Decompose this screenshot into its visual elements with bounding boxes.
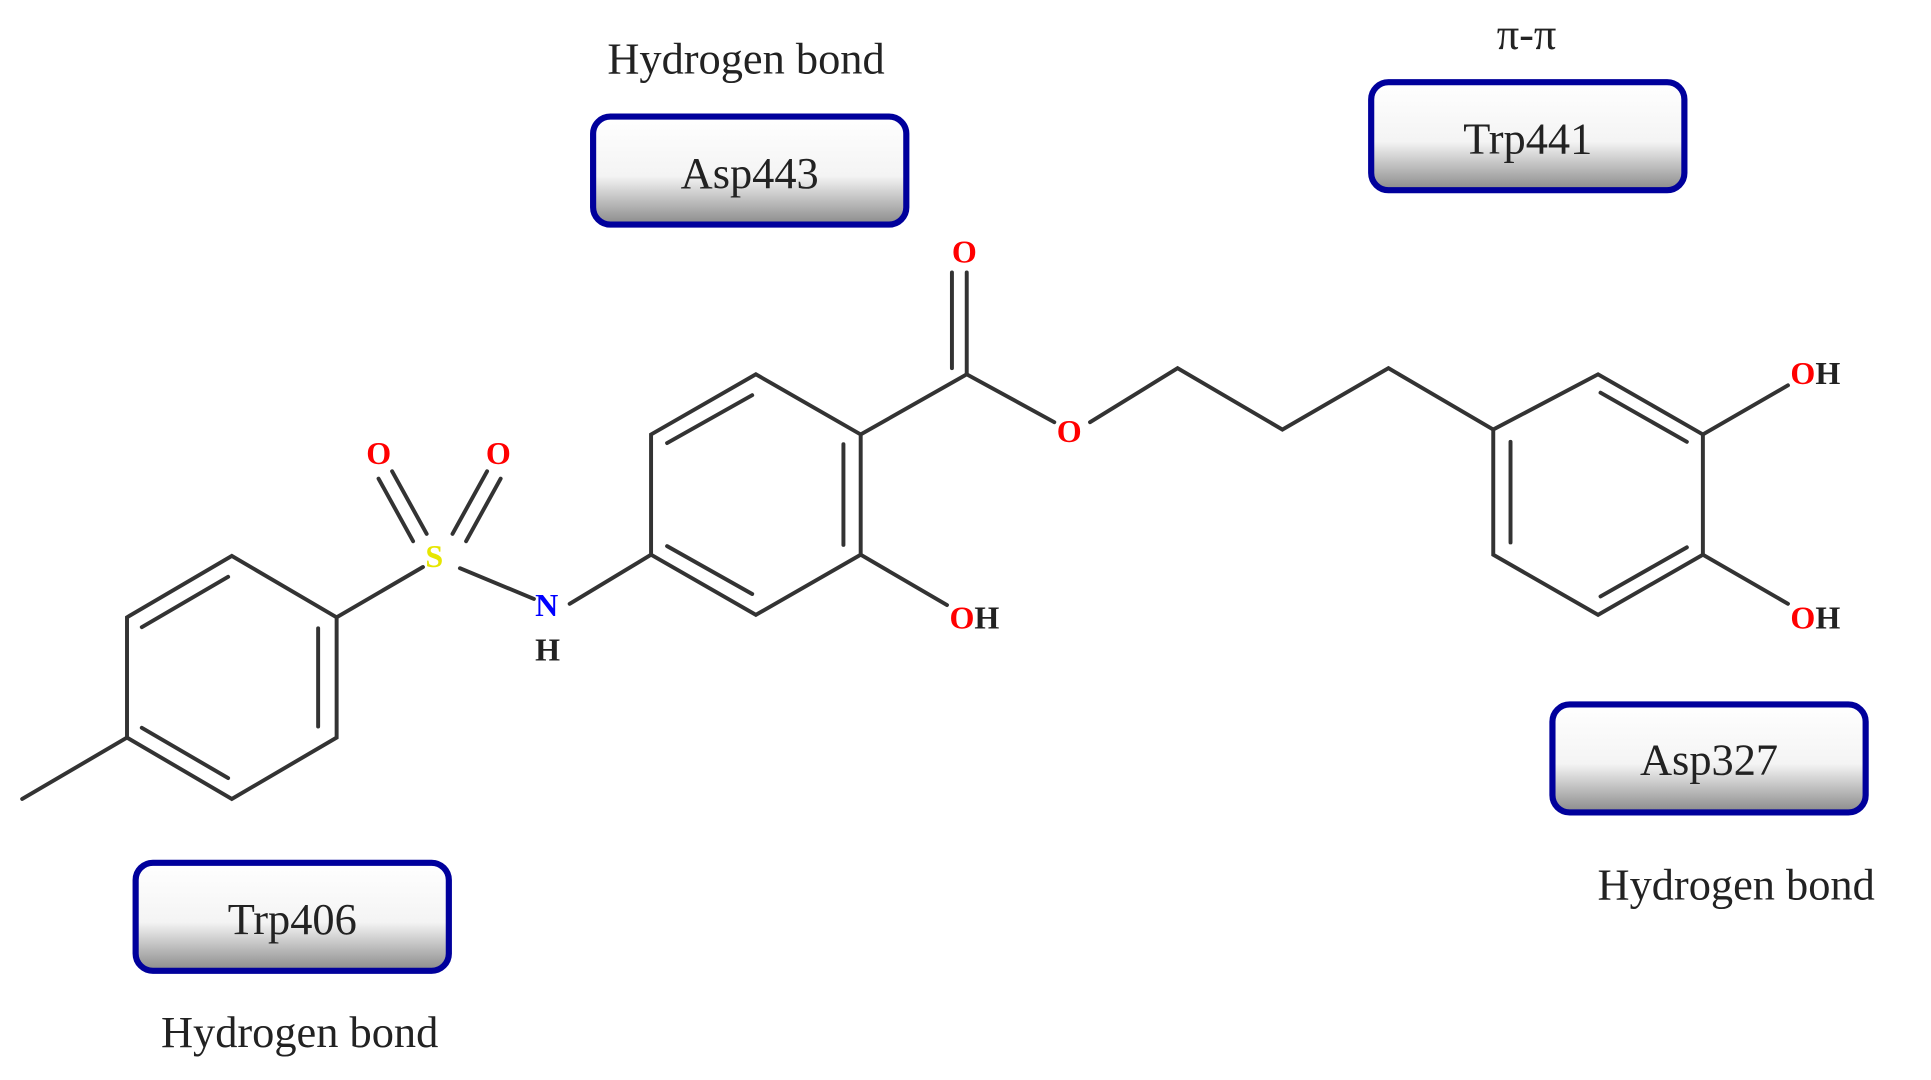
interaction-label: Hydrogen bond [1598,861,1875,910]
atom-nitrogen: N [535,588,558,623]
interaction-label: π-π [1497,10,1557,59]
atom-hydroxyl: OH [1790,356,1840,391]
residue-asp327: Asp327 Hydrogen bond [1549,701,1875,910]
atom-oxygen: O [486,436,511,471]
residue-name: Asp443 [681,149,819,198]
residue-trp406: Trp406 Hydrogen bond [132,859,452,1057]
residue-box [132,859,452,974]
residue-name: Trp406 [228,895,357,944]
atom-hydroxyl: OH [949,600,999,635]
residue-name: Asp327 [1640,736,1778,785]
atom-oxygen: O [1057,414,1082,449]
atom-labels: O O S N H O O OH OH OH [366,235,1840,668]
atom-oxygen: O [952,235,977,270]
interaction-label: Hydrogen bond [607,35,884,84]
residue-box [1549,701,1869,816]
atom-sulfur: S [425,539,443,574]
residue-box [1368,79,1688,194]
residue-box [590,113,910,228]
atom-hydrogen: H [535,632,560,667]
residue-asp443: Hydrogen bond Asp443 [590,35,910,228]
atom-oxygen: O [366,436,391,471]
atom-hydroxyl: OH [1790,600,1840,635]
residue-name: Trp441 [1463,115,1592,164]
residue-trp441: π-π Trp441 [1368,10,1688,194]
interaction-label: Hydrogen bond [161,1008,438,1057]
molecule-bonds [20,270,1790,802]
